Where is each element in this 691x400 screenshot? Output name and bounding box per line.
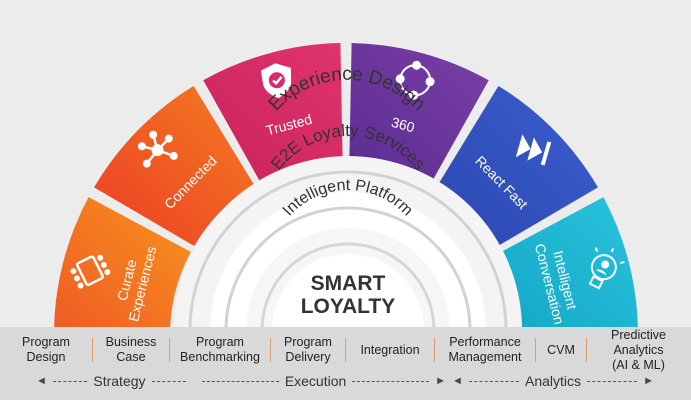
ring-inner-line (260, 242, 436, 331)
dashed-line (52, 380, 88, 382)
phase-execution: Execution ► (196, 370, 446, 392)
column-cvm: CVM (547, 342, 575, 357)
column-program-benchmarking: Program Benchmarking (180, 335, 260, 364)
lightbulb-person-icon (588, 247, 625, 290)
phase-analytics: ◄ Analytics ► (452, 370, 654, 392)
segment-360 (349, 43, 489, 182)
column-business-case: Business Case (105, 335, 157, 364)
ring-outer-line (188, 170, 508, 331)
arrow-left-icon: ◄ (36, 375, 47, 387)
dashed-line (202, 380, 279, 382)
dashed-line (151, 380, 186, 382)
column-divider (169, 338, 170, 362)
cycle-icon (395, 60, 435, 100)
column-divider (270, 338, 271, 362)
phase-row: ◄ Strategy Execution ► ◄ Analytics ► (0, 370, 691, 392)
column-predictive-analytics: Predictive Analytics (AI & ML) (611, 327, 666, 372)
column-divider (434, 338, 435, 362)
column-integration: Integration (360, 342, 420, 357)
segment-intelligent-conversation (501, 197, 638, 335)
arrow-left-icon: ◄ (452, 375, 463, 387)
phase-analytics-label: Analytics (524, 373, 582, 389)
ring-middle-line (224, 206, 472, 331)
column-divider (586, 338, 587, 362)
core-line1: SMART (311, 272, 386, 295)
dashed-line (352, 380, 430, 382)
arrow-right-icon: ► (643, 375, 654, 387)
dashed-line (468, 380, 519, 382)
segment-react-fast (437, 85, 598, 247)
segment-trusted (203, 43, 343, 182)
table-icon (70, 254, 111, 289)
network-icon (137, 130, 178, 168)
arrow-right-icon: ► (435, 375, 446, 387)
shield-check-icon (260, 63, 292, 99)
column-performance-management: Performance Management (448, 335, 522, 364)
core-line2: LOYALTY (301, 295, 396, 318)
phase-strategy-label: Strategy (93, 373, 146, 389)
phase-strategy: ◄ Strategy (36, 370, 192, 392)
fast-forward-icon (515, 134, 552, 166)
column-divider (535, 338, 536, 362)
column-divider (92, 338, 93, 362)
phase-execution-label: Execution (284, 373, 347, 389)
core-circle (272, 254, 424, 330)
segment-label: 360 (390, 114, 417, 136)
activity-columns: Program Design Business Case Program Ben… (0, 327, 691, 372)
column-divider (345, 338, 346, 362)
segment-curate-experiences (54, 197, 191, 335)
column-program-delivery: Program Delivery (284, 335, 332, 364)
column-program-design: Program Design (22, 335, 70, 364)
dashed-line (587, 380, 638, 382)
segment-connected (94, 85, 255, 247)
